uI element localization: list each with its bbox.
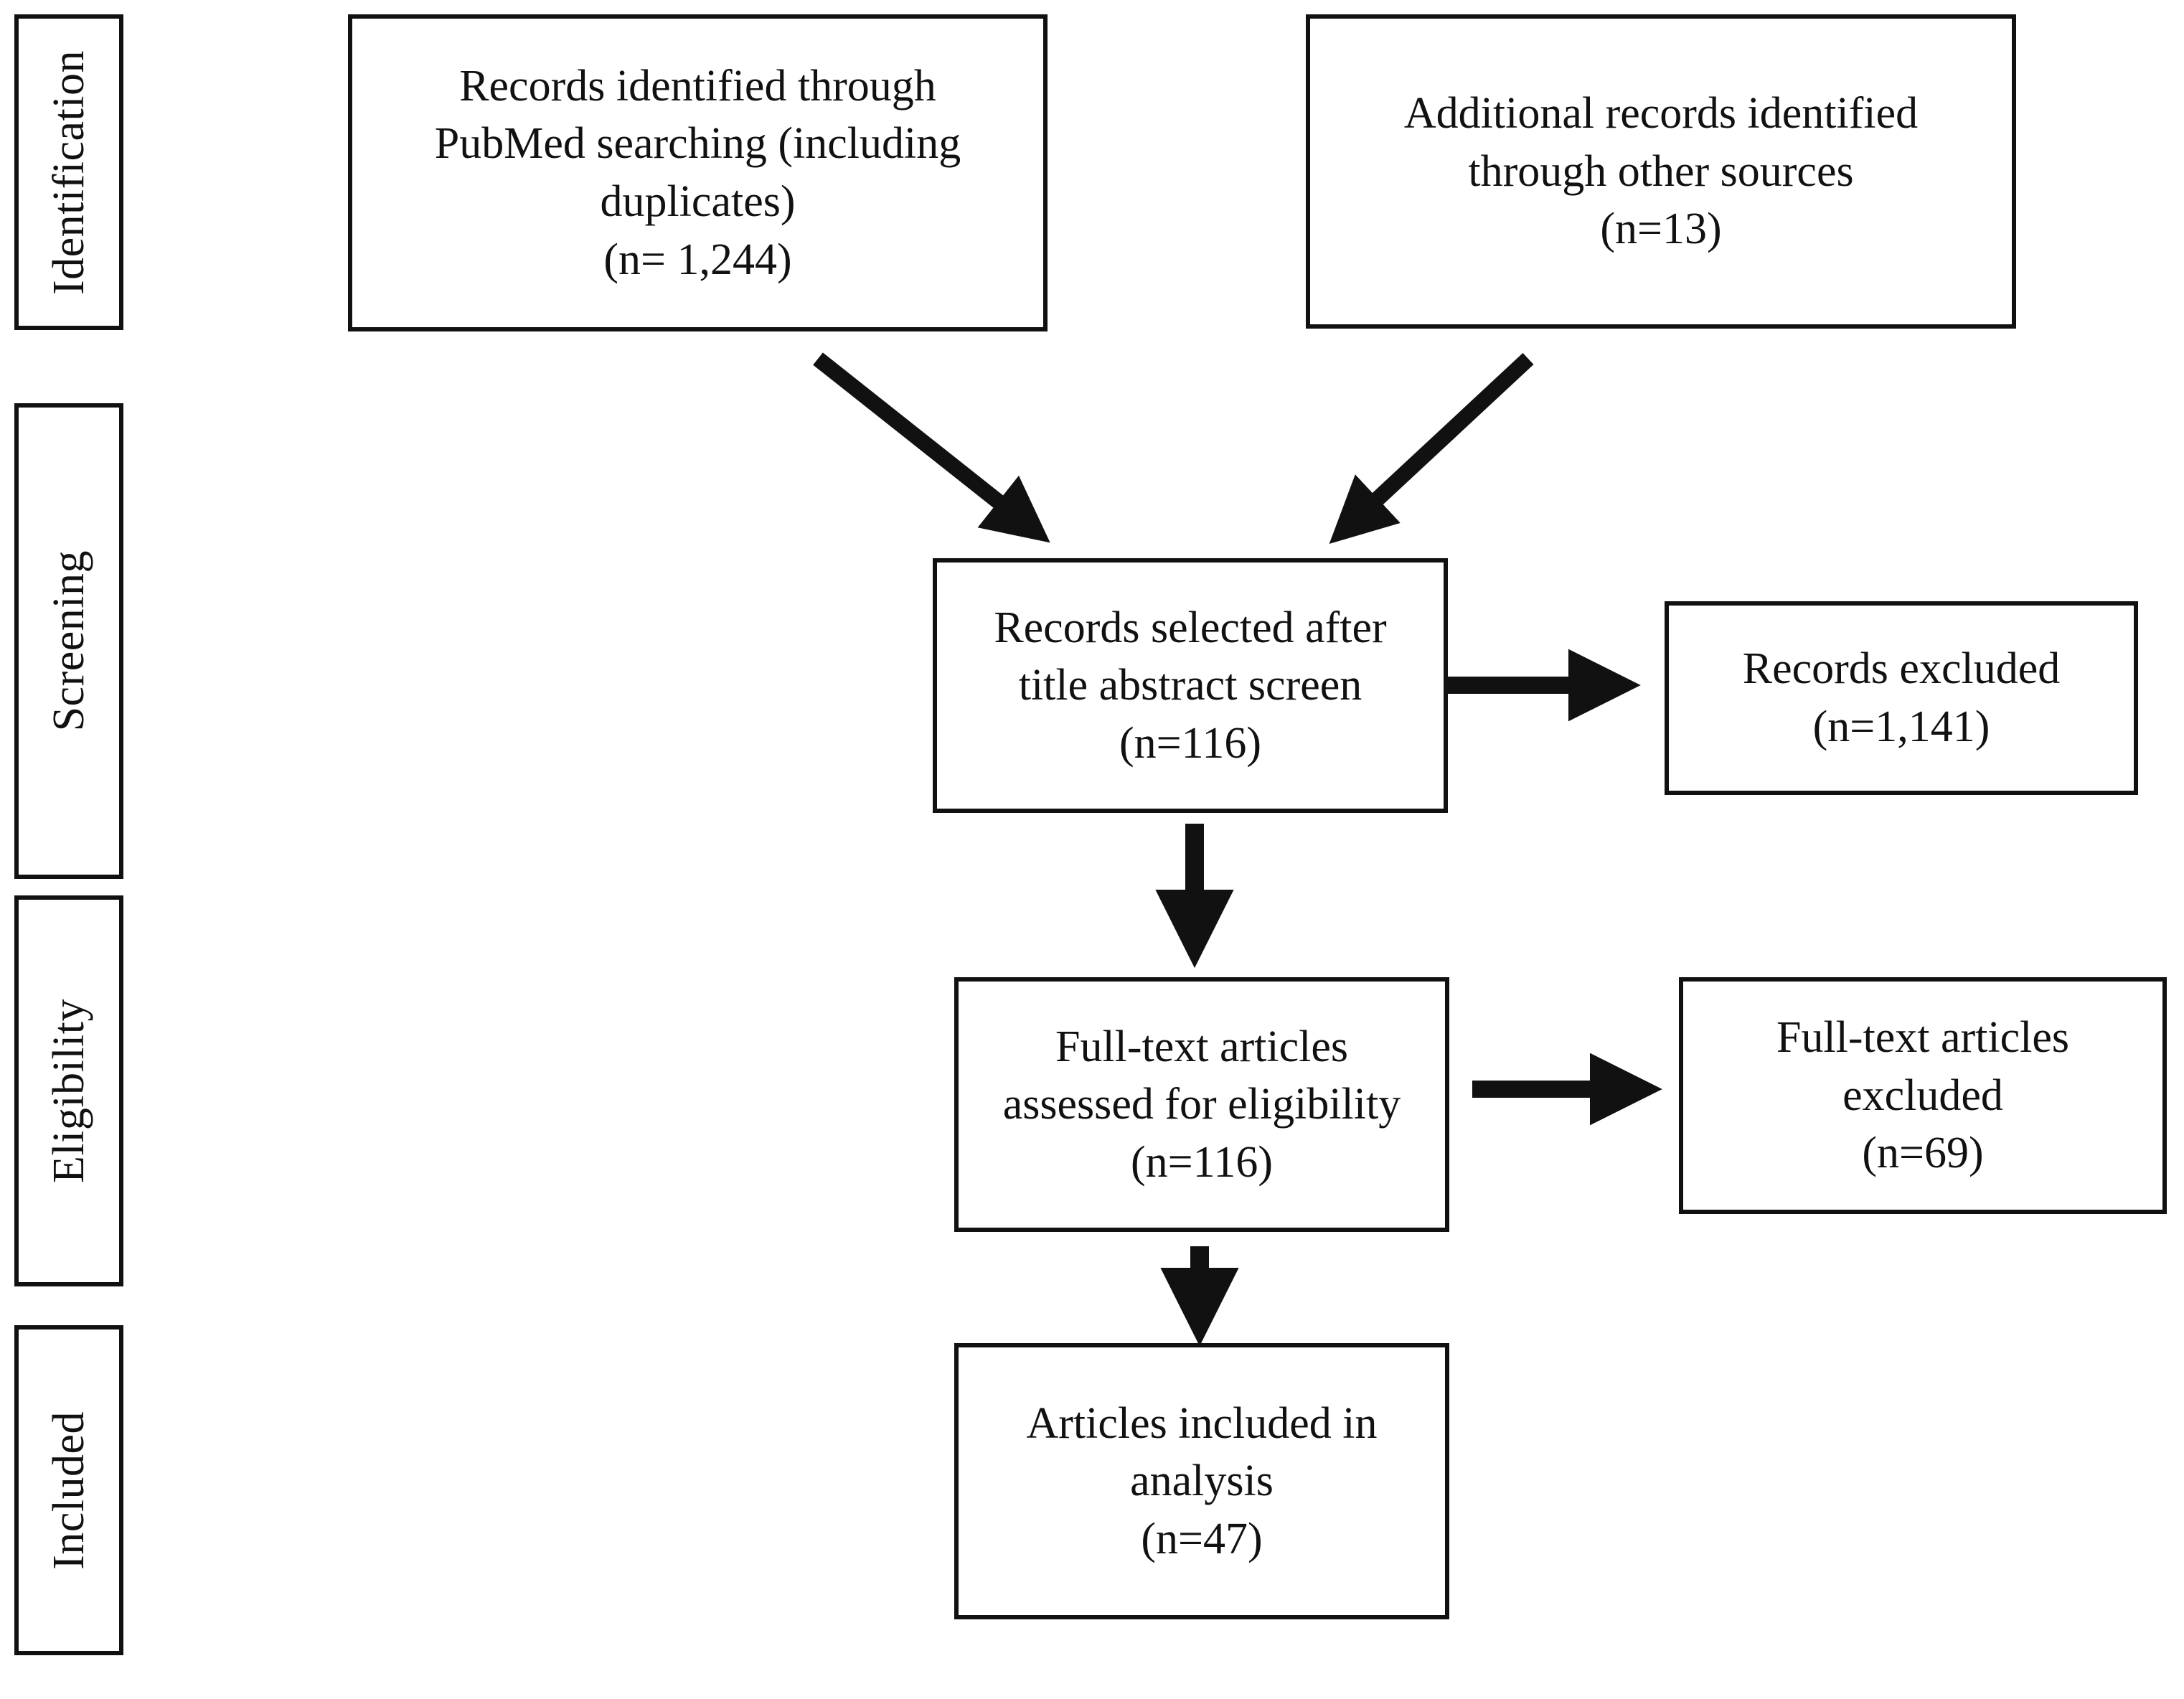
node-fulltext-assessed-text: Full-text articles assessed for eligibil… [1003,1018,1401,1192]
node-records-identified-text: Records identified through PubMed search… [435,57,961,288]
node-additional-records: Additional records identified through ot… [1306,14,2016,329]
node-additional-records-count: (n=13) [1600,204,1722,254]
node-additional-records-line1: Additional records identified [1403,89,1919,138]
stage-label-included: Included [14,1325,123,1655]
node-records-selected-line2: title abstract screen [1018,661,1362,710]
stage-label-included-text: Included [44,1411,93,1570]
node-articles-included: Articles included in analysis (n=47) [954,1343,1449,1619]
node-articles-included-text: Articles included in analysis (n=47) [1027,1395,1378,1568]
node-fulltext-assessed-line1: Full-text articles [1055,1022,1349,1071]
stage-label-identification: Identification [14,14,123,330]
node-records-selected-count: (n=116) [1119,718,1261,768]
node-records-excluded: Records excluded (n=1,141) [1665,601,2138,795]
node-records-excluded-text: Records excluded (n=1,141) [1743,640,2060,756]
node-records-selected: Records selected after title abstract sc… [933,558,1448,813]
node-records-identified-count: (n= 1,244) [603,235,792,284]
node-articles-included-line1: Articles included in [1026,1398,1378,1448]
node-records-identified-line1: Records identified through [459,61,936,110]
arrow-identified-to-selected [813,352,1050,543]
node-articles-included-line2: analysis [1130,1456,1274,1506]
stage-label-screening: Screening [14,403,123,879]
node-fulltext-excluded-text: Full-text articles excluded (n=69) [1776,1009,2069,1182]
arrow-additional-to-selected [1329,352,1534,544]
node-fulltext-assessed: Full-text articles assessed for eligibil… [954,977,1449,1232]
node-records-identified: Records identified through PubMed search… [348,14,1048,331]
stage-label-identification-text: Identification [44,50,93,295]
node-records-identified-line2: PubMed searching (including [434,119,961,169]
node-records-excluded-count: (n=1,141) [1812,702,1990,751]
stage-label-eligibility: Eligibility [14,895,123,1286]
node-additional-records-text: Additional records identified through ot… [1404,85,1918,258]
node-fulltext-excluded-line1: Full-text articles [1776,1013,2070,1063]
node-fulltext-assessed-line2: assessed for eligibility [1002,1080,1401,1129]
node-fulltext-assessed-count: (n=116) [1131,1137,1273,1187]
stage-label-eligibility-text: Eligibility [44,999,93,1183]
node-records-excluded-line1: Records excluded [1742,644,2061,694]
node-additional-records-line2: through other sources [1468,146,1854,196]
node-records-identified-line3: duplicates) [600,177,796,226]
node-fulltext-excluded: Full-text articles excluded (n=69) [1679,977,2167,1214]
stage-label-screening-text: Screening [44,550,93,732]
node-fulltext-excluded-count: (n=69) [1862,1129,1984,1178]
node-articles-included-count: (n=47) [1141,1514,1263,1563]
node-records-selected-text: Records selected after title abstract sc… [994,599,1386,773]
node-fulltext-excluded-line2: excluded [1842,1070,2003,1120]
node-records-selected-line1: Records selected after [994,603,1387,652]
